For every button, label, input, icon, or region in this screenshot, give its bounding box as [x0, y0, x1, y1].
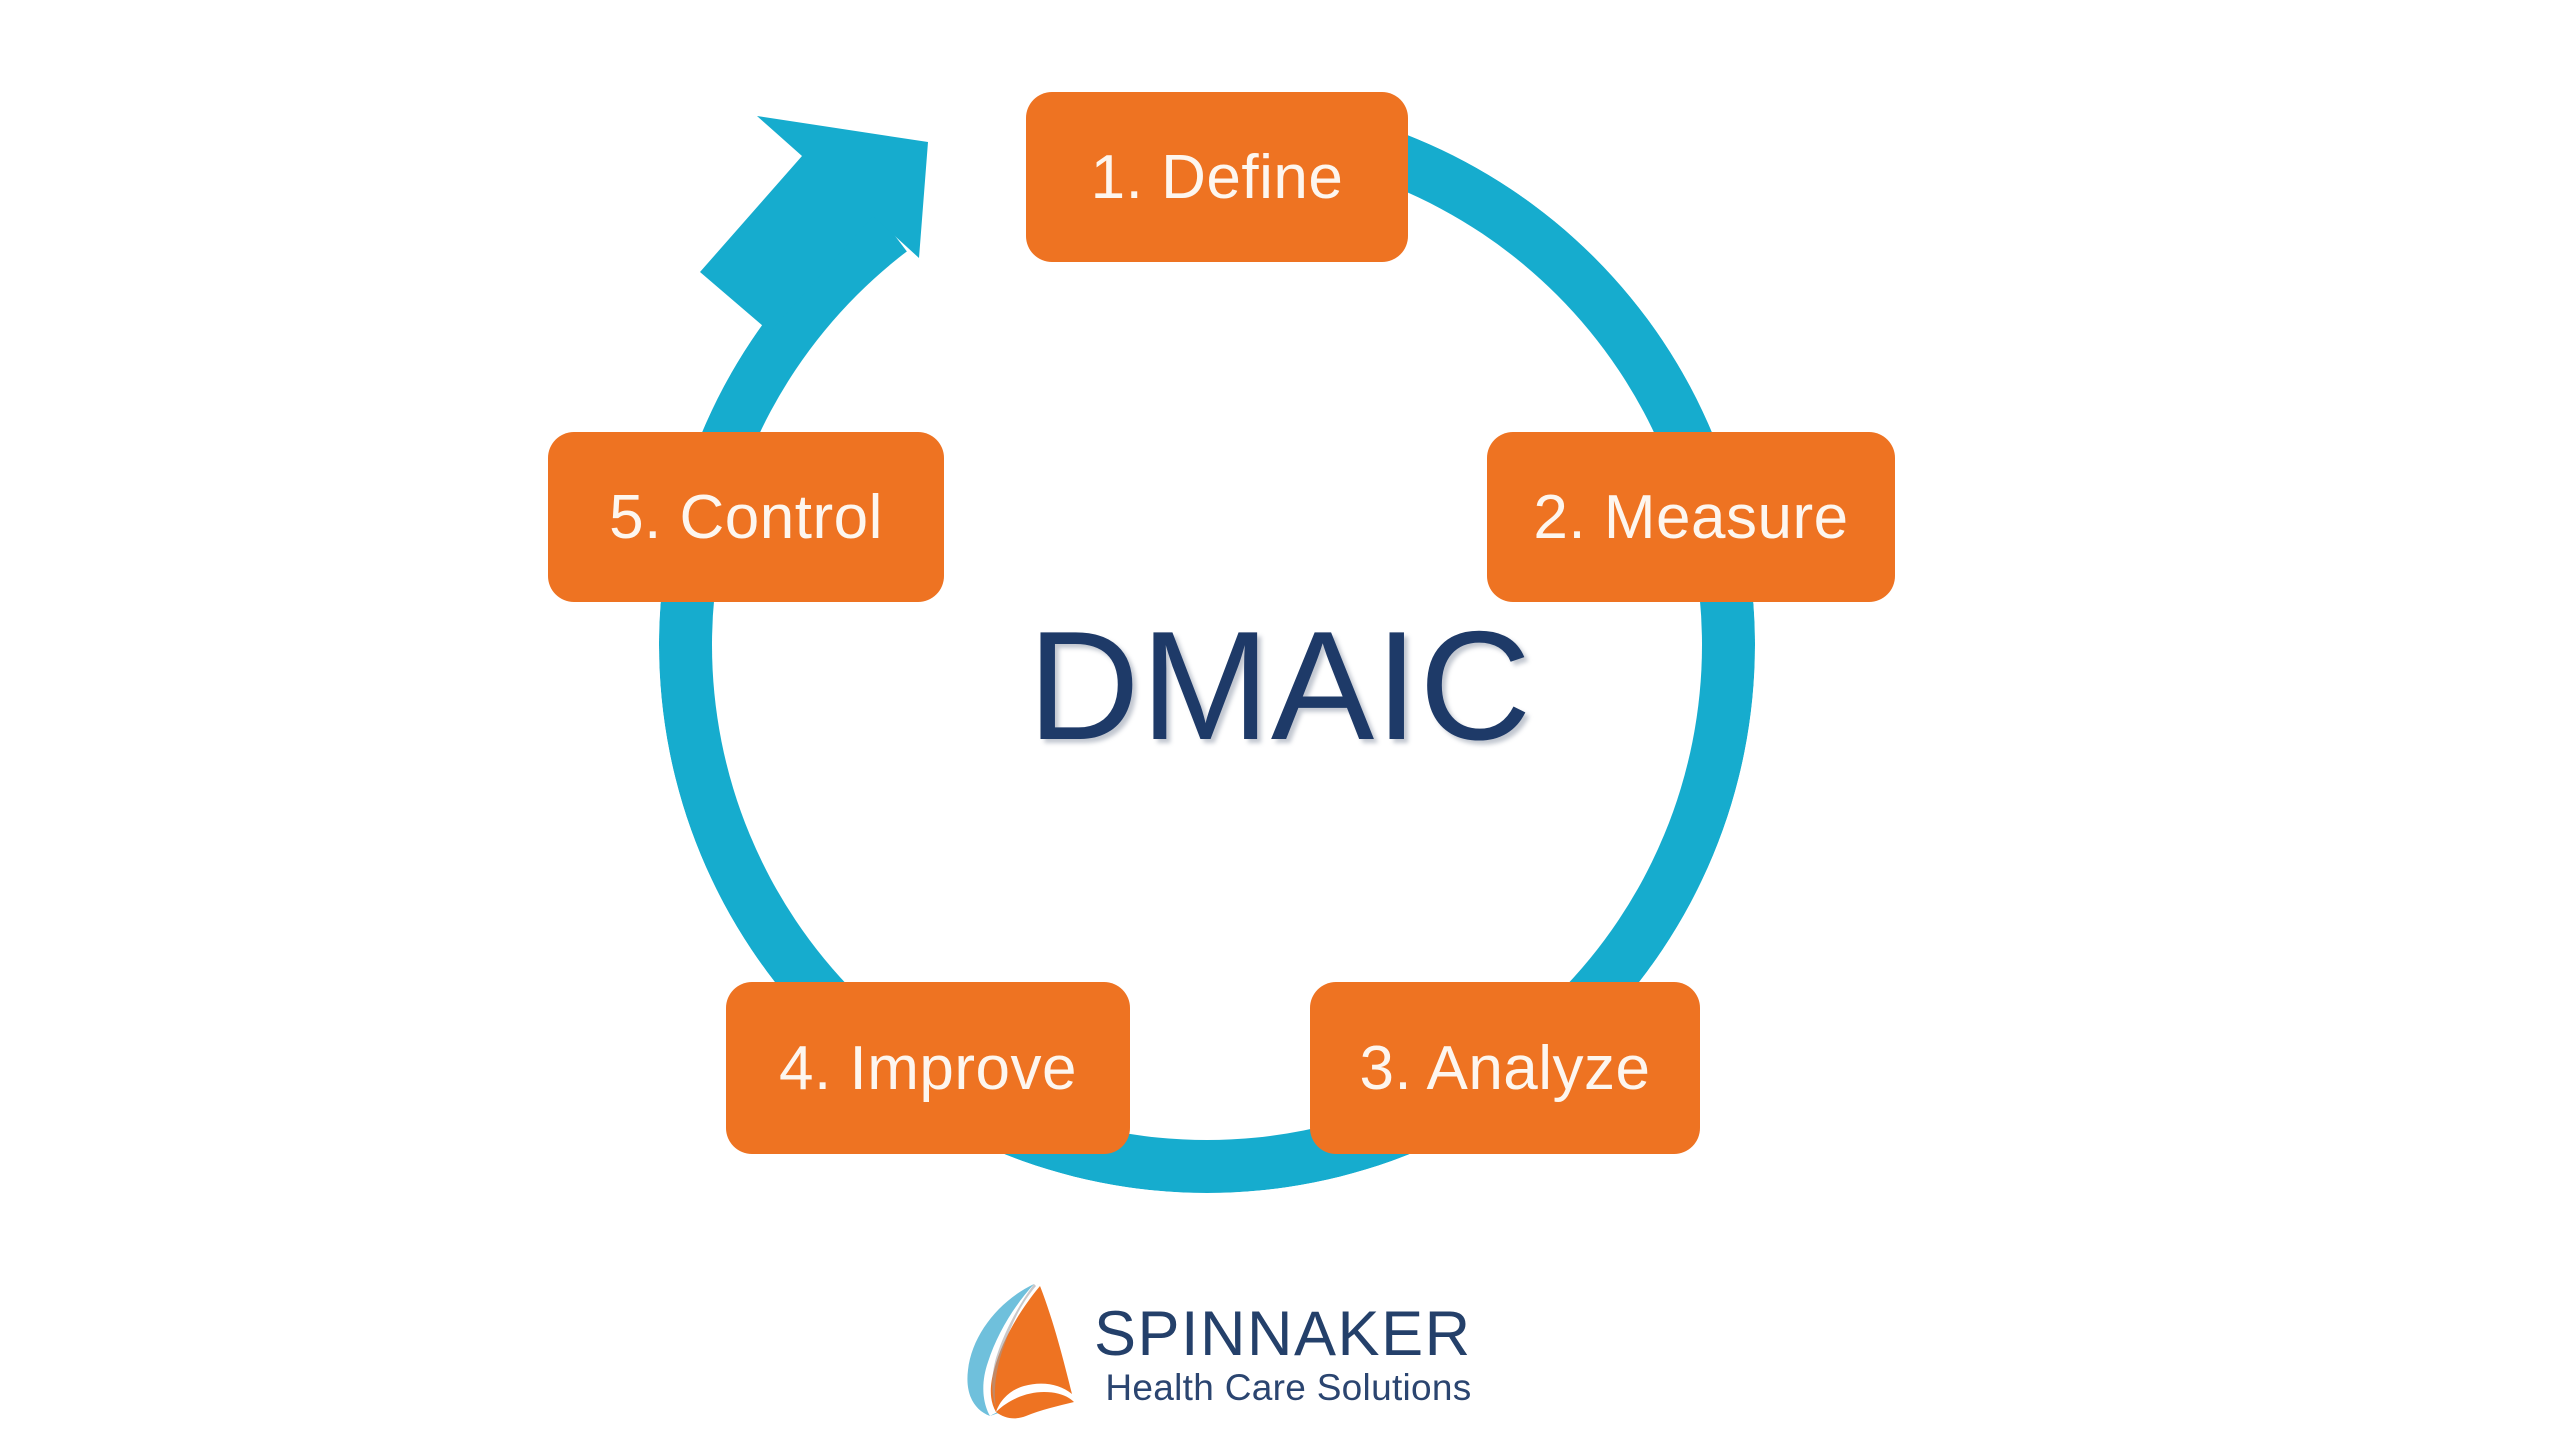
center-label-dmaic: DMAIC [1027, 599, 1533, 772]
phase-box-measure[interactable]: 2. Measure [1487, 432, 1895, 602]
spinnaker-sail-icon [967, 1284, 1074, 1419]
phase-label-measure: 2. Measure [1533, 482, 1849, 552]
phase-box-define[interactable]: 1. Define [1026, 92, 1408, 262]
phase-label-control: 5. Control [609, 482, 883, 552]
phase-box-analyze[interactable]: 3. Analyze [1310, 982, 1700, 1154]
company-logo: SPINNAKER Health Care Solutions [960, 1272, 1520, 1432]
logo-text-block: SPINNAKER Health Care Solutions [1094, 1296, 1472, 1407]
phase-label-define: 1. Define [1090, 142, 1344, 212]
phase-label-improve: 4. Improve [779, 1033, 1077, 1103]
cycle-ring-band [659, 97, 1755, 1193]
phase-box-control[interactable]: 5. Control [548, 432, 944, 602]
cycle-arrowhead-icon [700, 116, 928, 332]
phase-label-analyze: 3. Analyze [1359, 1033, 1651, 1103]
logo-tagline: Health Care Solutions [1105, 1366, 1472, 1408]
logo-wordmark: SPINNAKER [1094, 1299, 1472, 1370]
phase-box-improve[interactable]: 4. Improve [726, 982, 1130, 1154]
